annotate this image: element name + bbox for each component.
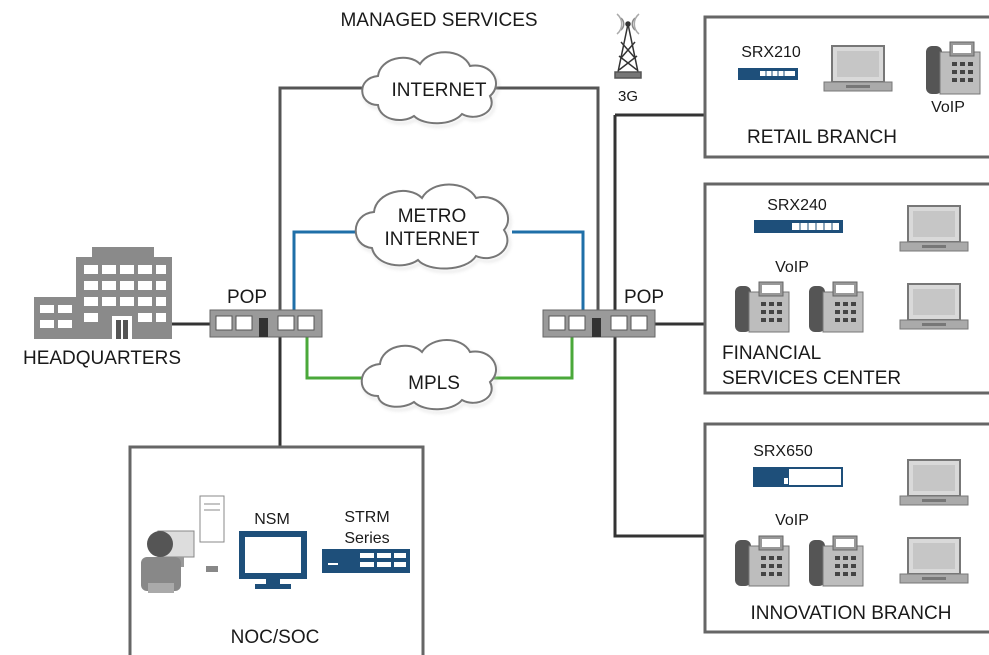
cell-tower-icon bbox=[614, 13, 642, 79]
financial-device-label: SRX240 bbox=[767, 197, 827, 214]
financial-voip-phone-2-icon bbox=[809, 281, 864, 333]
retail-laptop-icon bbox=[823, 45, 893, 92]
srx240-device-icon bbox=[754, 220, 843, 233]
cloud-metro-label-1: METRO bbox=[398, 206, 467, 227]
innovation-voip-phone-2-icon bbox=[809, 535, 864, 587]
srx650-device-icon bbox=[753, 467, 843, 487]
branch-trunk bbox=[613, 115, 705, 538]
retail-branch-label: RETAIL BRANCH bbox=[747, 127, 897, 148]
tower-label: 3G bbox=[618, 88, 638, 105]
retail-device-label: SRX210 bbox=[741, 44, 801, 61]
financial-label-1: FINANCIAL bbox=[722, 343, 821, 364]
innovation-branch-panel bbox=[703, 422, 989, 634]
cloud-mpls bbox=[360, 339, 497, 411]
strm-appliance-icon bbox=[322, 549, 410, 573]
internet-link-left bbox=[278, 86, 370, 310]
metro-link-left bbox=[292, 230, 366, 310]
internet-link-right bbox=[496, 86, 600, 310]
innovation-device-label: SRX650 bbox=[753, 443, 813, 460]
innovation-laptop-2-icon bbox=[899, 537, 969, 584]
pop-hq-label: POP bbox=[227, 287, 267, 308]
pop-hq-switch-icon bbox=[209, 309, 323, 338]
cloud-internet-label: INTERNET bbox=[392, 80, 487, 101]
cloud-mpls-label: MPLS bbox=[408, 373, 460, 394]
strm-label-2: Series bbox=[344, 530, 389, 547]
retail-voip-label: VoIP bbox=[931, 99, 965, 116]
strm-label-1: STRM bbox=[344, 509, 389, 526]
financial-voip-phone-1-icon bbox=[735, 281, 790, 333]
cloud-internet bbox=[361, 51, 497, 125]
pop-remote-label: POP bbox=[624, 287, 664, 308]
headquarters-building-icon bbox=[34, 247, 172, 339]
connection-lines bbox=[172, 86, 705, 538]
metro-link-right bbox=[512, 230, 585, 310]
operator-workstation-icon bbox=[141, 495, 225, 593]
financial-laptop-1-icon bbox=[899, 205, 969, 252]
srx210-device-icon bbox=[738, 68, 798, 80]
nsm-monitor-icon bbox=[239, 531, 307, 589]
financial-laptop-2-icon bbox=[899, 283, 969, 330]
cloud-metro-label-2: INTERNET bbox=[385, 229, 480, 250]
mpls-link-left bbox=[305, 337, 370, 380]
financial-label-2: SERVICES CENTER bbox=[722, 368, 901, 389]
headquarters-label: HEADQUARTERS bbox=[23, 348, 181, 369]
innovation-voip-label: VoIP bbox=[775, 512, 809, 529]
pop-remote-switch-icon bbox=[542, 309, 656, 338]
nsm-label: NSM bbox=[254, 511, 290, 528]
diagram-title: MANAGED SERVICES bbox=[340, 10, 537, 31]
noc-soc-label: NOC/SOC bbox=[231, 627, 320, 648]
mpls-link-right bbox=[494, 337, 574, 380]
innovation-voip-phone-1-icon bbox=[735, 535, 790, 587]
financial-voip-label: VoIP bbox=[775, 259, 809, 276]
innovation-laptop-1-icon bbox=[899, 459, 969, 506]
innovation-branch-label: INNOVATION BRANCH bbox=[751, 603, 952, 624]
cloud-metro-internet bbox=[354, 183, 510, 270]
retail-voip-phone-icon bbox=[926, 41, 981, 95]
